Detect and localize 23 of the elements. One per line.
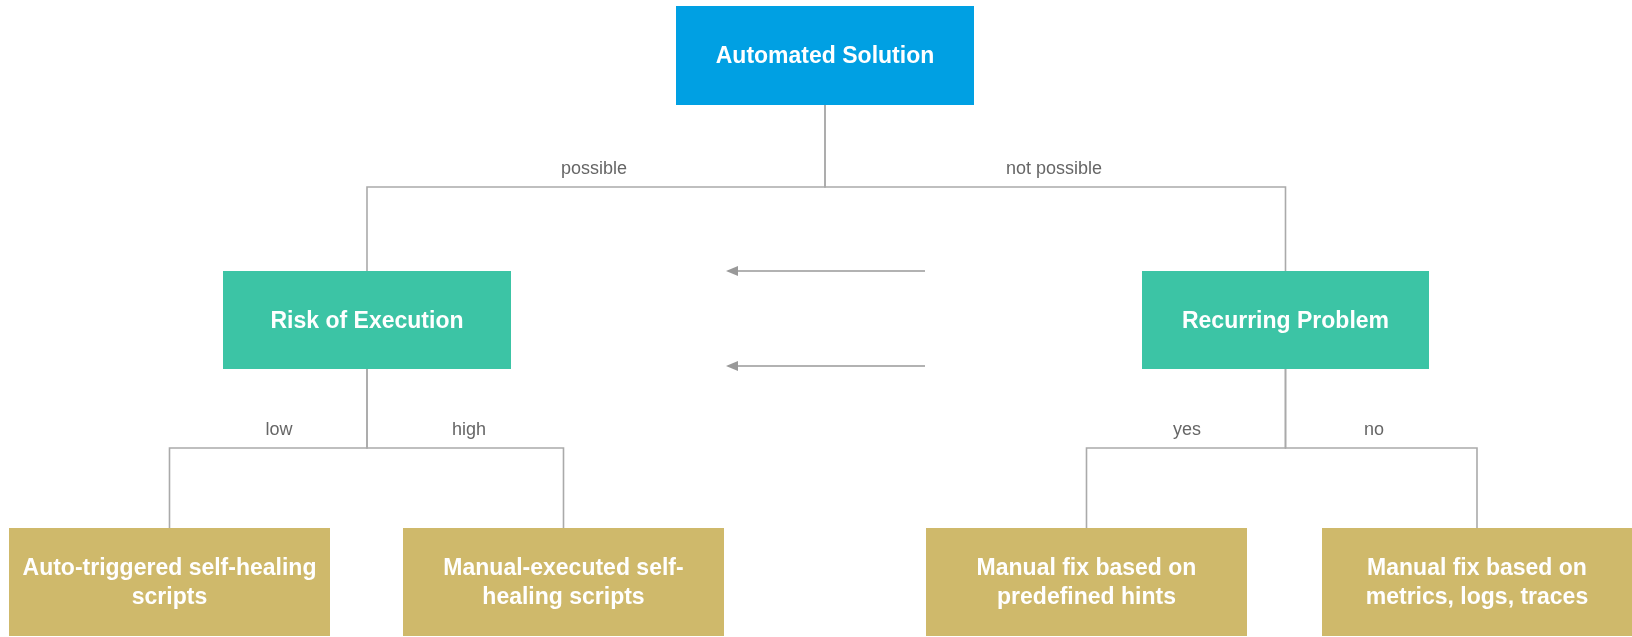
node-label: Manual-executed self-healing scripts [442,553,685,611]
node-label: Recurring Problem [1181,305,1389,335]
decision-box [1322,528,1632,636]
connector-line [366,368,565,529]
node-label: Automated Solution [715,41,935,70]
node-label: Manual fix based on metrics, logs, traces [1364,553,1590,611]
decision-box [926,528,1247,636]
edge-label: high [452,419,486,440]
node-label: Risk of Execution [270,305,464,335]
connector-line [824,104,1287,272]
decision-box [223,271,511,369]
edge-label: yes [1173,419,1201,440]
decision-box [1142,271,1429,369]
decision-box [9,528,330,636]
edge-label: no [1364,419,1384,440]
edge-label: not possible [1005,158,1103,179]
node-label: Manual fix based on predefined hints [975,553,1198,611]
node-label: Auto-triggered self-healing scripts [21,553,318,611]
decision-box [676,6,974,105]
connector-line [1284,368,1478,529]
decision-box [403,528,724,636]
edge-label: possible [561,158,627,179]
edge-label: low [265,419,293,440]
